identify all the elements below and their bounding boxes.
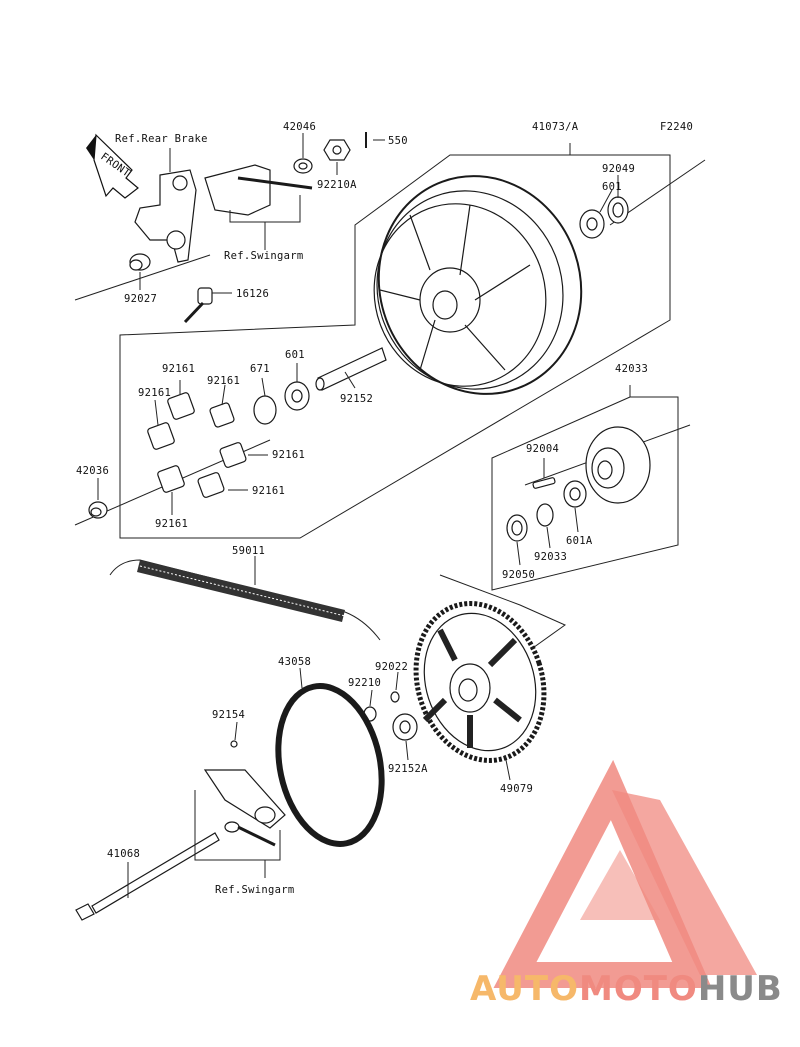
brake-bracket	[134, 164, 313, 263]
assembly-outline-sprocket	[439, 574, 567, 651]
rear-sprocket-49079	[413, 601, 547, 763]
part-label-550: 550	[388, 135, 408, 147]
part-label-92161-d: 92161	[272, 449, 305, 461]
part-label-92027: 92027	[124, 293, 157, 305]
part-label-41073A: 41073/A	[532, 121, 579, 133]
assembly-outline-wheel	[119, 143, 671, 539]
part-label-92050: 92050	[502, 569, 535, 581]
part-label-92004: 92004	[526, 443, 559, 455]
part-label-41068: 41068	[107, 848, 140, 860]
seal-92049	[607, 196, 629, 224]
leader-lines	[97, 133, 619, 898]
valve-16126	[183, 287, 213, 324]
part-label-16126: 16126	[236, 288, 269, 300]
part-label-42033: 42033	[615, 363, 648, 375]
part-label-92161-b: 92161	[207, 375, 240, 387]
part-label-92210: 92210	[348, 677, 381, 689]
collar-42036	[88, 501, 108, 519]
ref-swingarm-top-label: Ref.Swingarm	[224, 250, 303, 262]
o-ring-671	[253, 395, 277, 425]
logo-text-hub: HUB	[698, 969, 783, 1009]
part-label-92152A: 92152A	[388, 763, 428, 775]
axle-adjuster	[203, 769, 286, 847]
part-label-92022: 92022	[375, 661, 408, 673]
seal-92050	[506, 514, 528, 542]
automotohub-logo: AUTOMOTOHUB	[470, 759, 783, 1009]
part-label-601-top: 601	[602, 181, 622, 193]
drive-belt-59011	[109, 559, 381, 641]
washer-92022	[390, 691, 400, 703]
part-label-42036: 42036	[76, 465, 109, 477]
part-label-92210A: 92210A	[317, 179, 357, 191]
bearing-601-mid	[284, 381, 310, 411]
nut-92210A	[323, 139, 351, 161]
part-labels: Ref.Rear Brake 42046 550 41073/A 92210A …	[76, 121, 648, 896]
collar-92152A	[392, 713, 418, 741]
part-label-671: 671	[250, 363, 270, 375]
damper-set-92161	[147, 392, 247, 498]
part-label-49079: 49079	[500, 783, 533, 795]
part-label-92154: 92154	[212, 709, 245, 721]
part-label-601A: 601A	[566, 535, 593, 547]
collar-92027	[129, 253, 151, 271]
part-label-43058: 43058	[278, 656, 311, 668]
part-label-42046: 42046	[283, 121, 316, 133]
part-label-92033: 92033	[534, 551, 567, 563]
figure-code: F2240	[660, 121, 693, 133]
part-label-92152: 92152	[340, 393, 373, 405]
assembly-outline-hub	[491, 385, 679, 591]
part-label-92161-c: 92161	[138, 387, 171, 399]
logo-text-auto: AUTO	[470, 969, 579, 1009]
part-label-59011: 59011	[232, 545, 265, 557]
svg-text:AUTOMOTOHUB: AUTOMOTOHUB	[470, 969, 783, 1009]
ref-swingarm-bottom-label: Ref.Swingarm	[215, 884, 294, 896]
bolt-92154	[230, 740, 238, 748]
guard-ring-43058	[275, 683, 385, 847]
part-label-601-mid: 601	[285, 349, 305, 361]
part-label-92161-f: 92161	[155, 518, 188, 530]
rear-wheel-rim	[373, 175, 583, 395]
part-label-92161-e: 92161	[252, 485, 285, 497]
coupling-42033	[585, 426, 651, 504]
circlip-92033	[536, 503, 554, 527]
pin-92004	[532, 477, 556, 489]
ref-rear-brake-label: Ref.Rear Brake	[115, 133, 208, 145]
axle-41068	[75, 832, 220, 921]
bearing-601A	[563, 480, 587, 508]
logo-text-moto: MOTO	[579, 969, 698, 1009]
part-label-92161-a: 92161	[162, 363, 195, 375]
part-label-92049: 92049	[602, 163, 635, 175]
bearing-601-top	[579, 209, 605, 239]
washer-42046	[293, 158, 313, 174]
spacer-92152	[315, 347, 387, 391]
